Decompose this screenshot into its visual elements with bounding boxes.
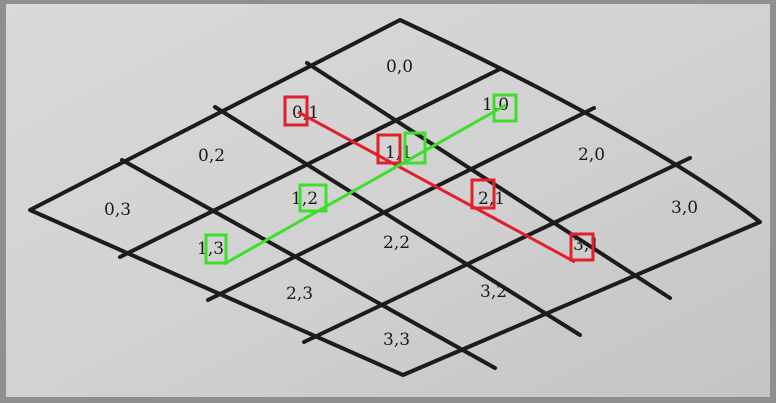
cell-label-3-3: 3,3: [383, 330, 410, 350]
cell-label-0-0: 0,0: [386, 57, 413, 77]
cell-label-3-0: 3,0: [671, 198, 698, 218]
cell-label-0-3: 0,3: [104, 200, 131, 220]
cell-label-2-2: 2,2: [383, 233, 410, 253]
cell-label-1-3: 1,3: [197, 239, 224, 259]
cell-label-3-2: 3,2: [480, 282, 507, 302]
cell-label-3-1: 3,1: [573, 235, 600, 255]
cell-label-1-2: 1,2: [291, 189, 318, 209]
cell-label-0-2: 0,2: [198, 146, 225, 166]
cell-label-2-0: 2,0: [578, 145, 605, 165]
cell-label-2-3: 2,3: [286, 284, 313, 304]
cell-label-2-1: 2,1: [478, 189, 505, 209]
